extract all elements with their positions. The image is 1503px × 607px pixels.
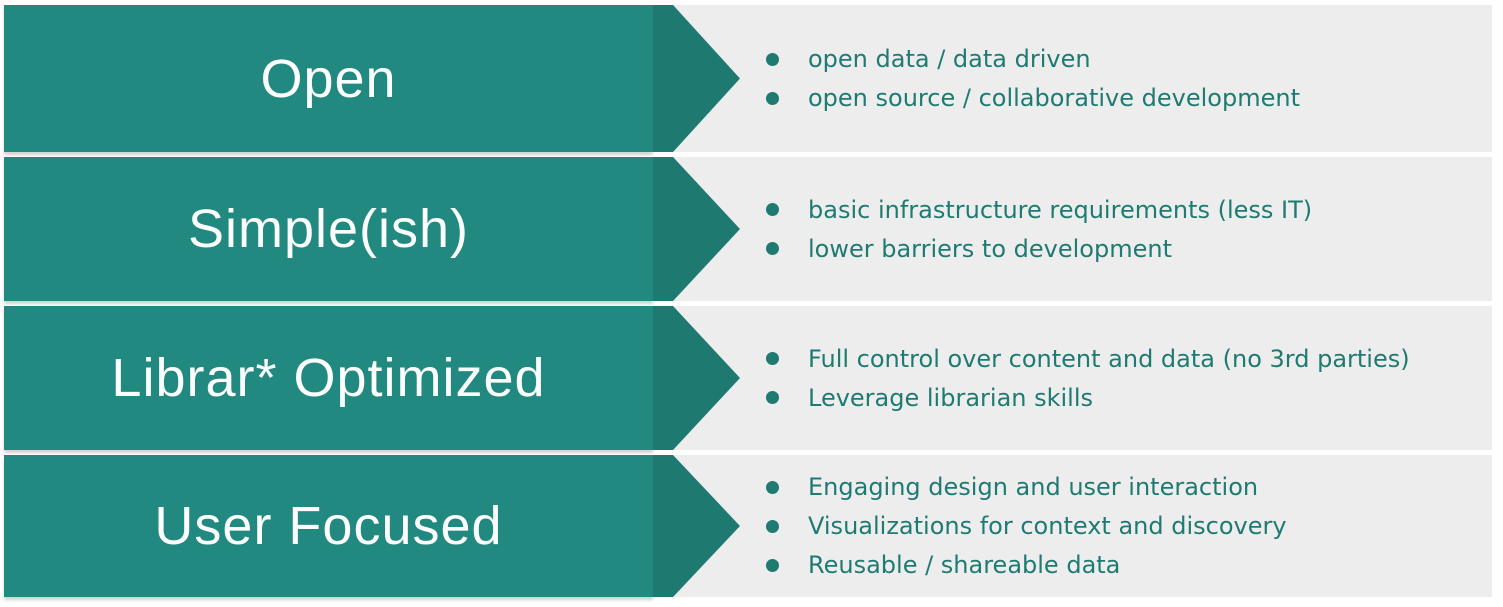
bullet-item: Visualizations for context and discovery	[766, 507, 1287, 546]
feature-row-simple: Simple(ish) basic infrastructure require…	[4, 157, 1492, 301]
bullet-item: basic infrastructure requirements (less …	[766, 190, 1312, 229]
arrow-banner: Simple(ish)	[4, 157, 740, 301]
bullet-dot	[766, 558, 779, 572]
arrow-point	[653, 157, 740, 301]
bullet-dot	[766, 480, 779, 494]
bullet-list: open data / data driven open source / co…	[766, 5, 1300, 152]
banner-title: Open	[260, 48, 397, 109]
bullet-text: Full control over content and data (no 3…	[808, 344, 1410, 373]
arrow-banner-body: Librar* Optimized	[4, 306, 653, 450]
arrow-banner: Librar* Optimized	[4, 306, 740, 450]
arrow-banner-body: Open	[4, 5, 653, 152]
bullet-item: open data / data driven	[766, 40, 1300, 79]
bullet-item: lower barriers to development	[766, 229, 1312, 268]
arrow-point	[653, 455, 740, 597]
bullet-dot	[766, 91, 779, 105]
bullet-dot	[766, 519, 779, 533]
banner-title: Librar* Optimized	[111, 348, 546, 408]
arrow-banner-body: User Focused	[4, 455, 653, 597]
bullet-item: Engaging design and user interaction	[766, 468, 1287, 507]
bullet-text: open data / data driven	[808, 45, 1091, 73]
bullet-item: Reusable / shareable data	[766, 546, 1287, 585]
feature-row-user-focused: User Focused Engaging design and user in…	[4, 455, 1492, 597]
arrow-banner: Open	[4, 5, 740, 152]
bullet-text: Reusable / shareable data	[808, 551, 1121, 579]
arrow-banner: User Focused	[4, 455, 740, 597]
bullet-text: Engaging design and user interaction	[808, 473, 1259, 501]
arrow-point	[653, 306, 740, 450]
bullet-item: Leverage librarian skills	[766, 378, 1410, 417]
bullet-text: Visualizations for context and discovery	[808, 512, 1287, 540]
bullet-dot	[766, 52, 779, 66]
bullet-list: Engaging design and user interaction Vis…	[766, 455, 1287, 597]
banner-title: User Focused	[154, 496, 503, 556]
bullet-dot	[766, 391, 779, 404]
feature-row-open: Open open data / data driven open source…	[4, 5, 1492, 152]
bullet-item: open source / collaborative development	[766, 79, 1300, 118]
bullet-dot	[766, 242, 779, 255]
arrow-banner-body: Simple(ish)	[4, 157, 653, 301]
bullet-text: lower barriers to development	[808, 234, 1172, 263]
bullet-list: Full control over content and data (no 3…	[766, 306, 1410, 450]
bullet-text: open source / collaborative development	[808, 84, 1300, 112]
banner-title: Simple(ish)	[187, 199, 470, 259]
bullet-dot	[766, 203, 779, 216]
bullet-item: Full control over content and data (no 3…	[766, 339, 1410, 378]
arrow-point	[653, 5, 740, 152]
bullet-text: Leverage librarian skills	[808, 383, 1094, 412]
feature-row-librar-optimized: Librar* Optimized Full control over cont…	[4, 306, 1492, 450]
bullet-text: basic infrastructure requirements (less …	[808, 195, 1313, 224]
bullet-list: basic infrastructure requirements (less …	[766, 157, 1312, 301]
bullet-dot	[766, 352, 779, 365]
